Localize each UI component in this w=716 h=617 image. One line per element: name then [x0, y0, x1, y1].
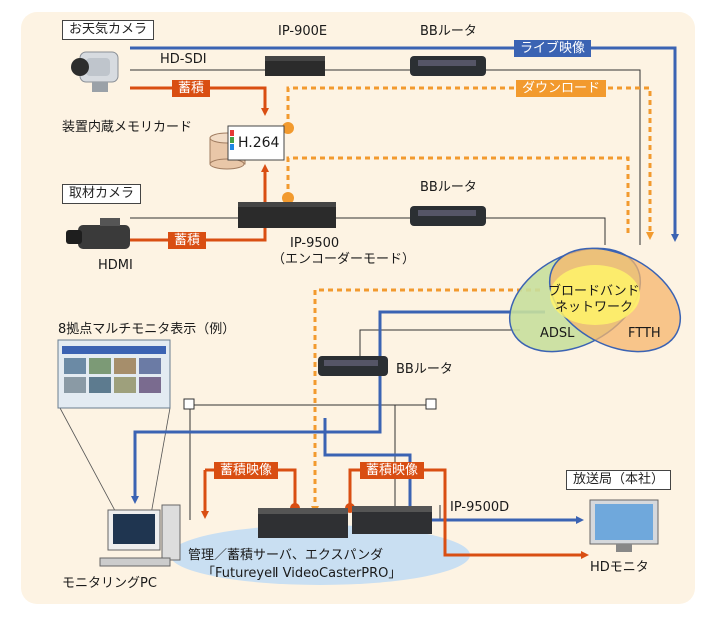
monitor-zoom-lines: [59, 407, 171, 521]
server-area-ellipse: [170, 525, 470, 585]
server-devices: [258, 506, 432, 538]
live-video-tag: ライブ映像: [514, 40, 592, 57]
news-camera-label: 取材カメラ: [62, 184, 142, 204]
monitoring-pc-icon: [99, 504, 181, 567]
bb-router-low-label: BBルータ: [396, 362, 453, 377]
server-label-1: 管理／蓄積サーバ、エクスパンダ: [188, 548, 384, 563]
bb-router-top-device: [410, 56, 486, 76]
hub-node-left: [183, 398, 195, 410]
monitoring-pc-label: モニタリングPC: [62, 576, 157, 591]
server-label-2: 「FutureyeⅡ VideoCasterPRO」: [202, 566, 402, 581]
accumulate-top-tag: 蓄積: [172, 80, 211, 97]
ip9500d-label: IP-9500D: [450, 500, 510, 515]
ip900e-device: [265, 56, 325, 76]
weather-camera-icon: [71, 51, 119, 92]
ip9500-label: IP-9500: [290, 236, 340, 251]
multi-monitor-screenshot: [57, 339, 171, 409]
adsl-label: ADSL: [540, 326, 575, 341]
stored-video-tag-1: 蓄積映像: [214, 462, 279, 479]
download-lines: [286, 86, 654, 514]
memory-card-label: 装置内蔵メモリカード: [62, 120, 193, 135]
hd-monitor-label: HDモニタ: [590, 560, 649, 575]
ip900e-label: IP-900E: [278, 24, 328, 39]
accumulate-mid-tag: 蓄積: [168, 232, 207, 249]
multi-monitor-label: 8拠点マルチモニタ表示（例）: [58, 322, 236, 337]
h264-label: H.264: [238, 135, 280, 151]
live-video-lines: [130, 46, 679, 524]
broadband-label-2: ネットワーク: [555, 300, 634, 315]
broadband-cloud: [508, 247, 682, 353]
hd-monitor-icon: [589, 499, 659, 552]
stored-video-tag-2: 蓄積映像: [360, 462, 425, 479]
broadcast-station-label: 放送局（本社）: [566, 470, 672, 490]
encoder-mode-label: （エンコーダーモード）: [272, 252, 416, 267]
bb-router-mid-device: [410, 206, 486, 226]
hd-sdi-label: HD-SDI: [160, 52, 207, 67]
hdmi-label: HDMI: [98, 258, 133, 273]
hub-node-right: [425, 398, 437, 410]
weather-camera-label: お天気カメラ: [62, 20, 155, 40]
download-tag: ダウンロード: [516, 80, 607, 97]
bb-router-mid-label: BBルータ: [420, 180, 477, 195]
news-camera-icon: [66, 218, 130, 249]
bb-router-top-label: BBルータ: [420, 24, 477, 39]
ip9500-device: [238, 202, 336, 228]
network-lines: [130, 69, 641, 525]
ftth-label: FTTH: [628, 326, 661, 341]
memory-card-icon: [209, 125, 285, 170]
broadband-label-1: ブロードバンド: [548, 284, 640, 299]
bb-router-low-device: [318, 356, 388, 376]
